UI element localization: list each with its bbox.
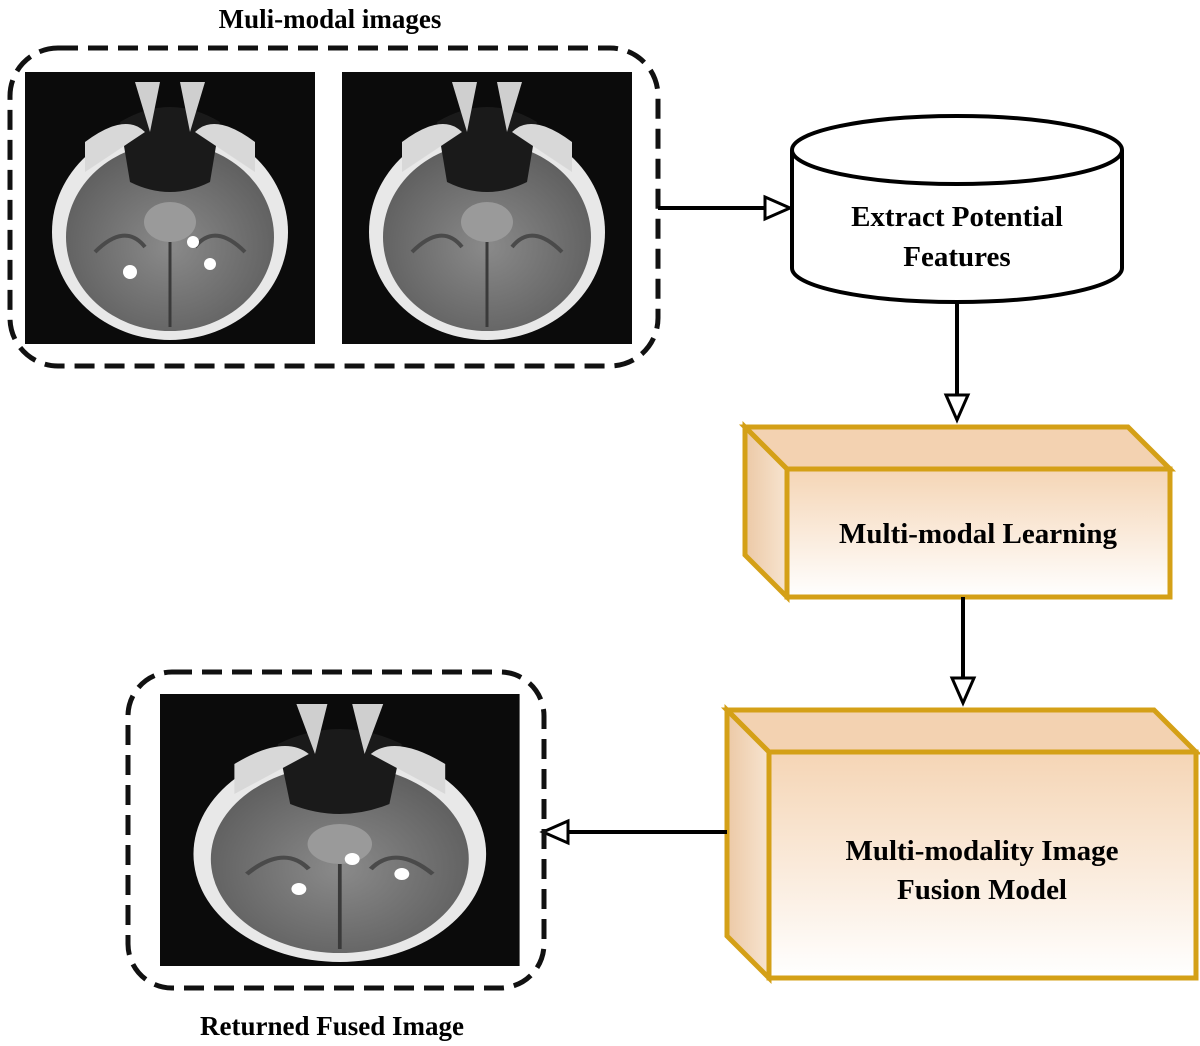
extract-features-node: Extract Potential Features	[790, 114, 1124, 304]
fusion-model-line2: Fusion Model	[897, 874, 1067, 906]
fusion-model-node: Multi-modality Image Fusion Model	[720, 703, 1200, 985]
output-image-container	[125, 669, 547, 991]
arrow-head-icon	[763, 194, 794, 222]
arrow-head-icon	[949, 676, 977, 707]
output-caption: Returned Fused Image	[200, 1011, 464, 1041]
mri-brain-scan	[340, 70, 634, 346]
fusion-model-line1: Multi-modality Image	[845, 835, 1118, 867]
extract-features-line2: Features	[903, 241, 1010, 273]
fused-brain-scan	[160, 694, 520, 966]
multimodal-learning-label: Multi-modal Learning	[839, 518, 1117, 550]
arrow-head-icon	[539, 818, 570, 846]
ct-brain-scan	[23, 70, 317, 346]
multimodal-learning-node: Multi-modal Learning	[738, 420, 1177, 604]
arrow-head-icon	[943, 393, 971, 424]
input-caption: Muli-modal images	[219, 4, 442, 34]
extract-features-line1: Extract Potential	[851, 201, 1063, 233]
